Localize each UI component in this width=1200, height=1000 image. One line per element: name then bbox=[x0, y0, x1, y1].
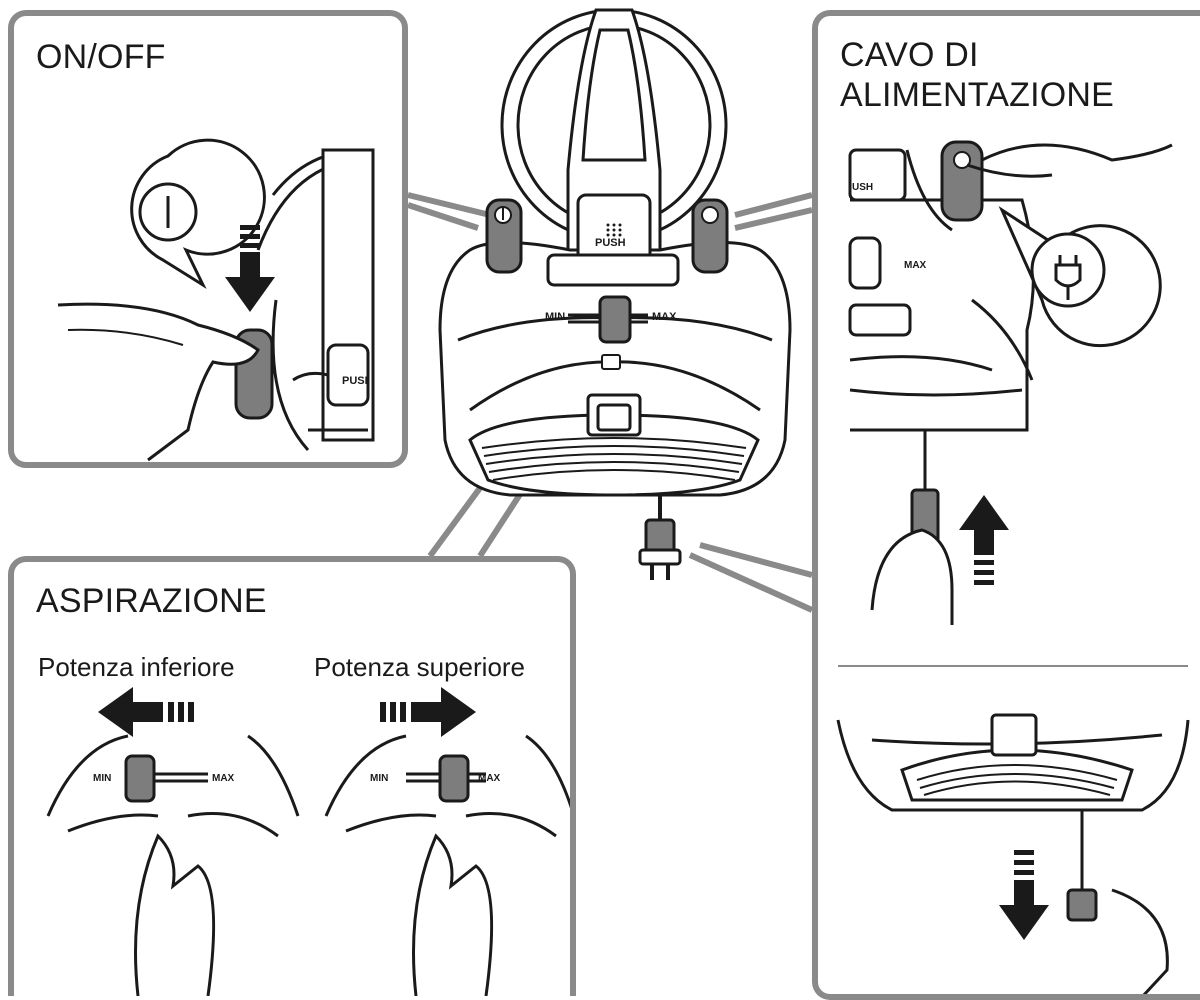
vacuum-cleaner-illustration bbox=[440, 10, 790, 580]
arrow-right-icon bbox=[380, 687, 476, 737]
center-max-label: MAX bbox=[652, 311, 677, 323]
suction-illustration: MIN MAX MIN MAX bbox=[8, 556, 576, 996]
suction-right-min-label: MIN bbox=[370, 773, 388, 784]
arrow-left-icon bbox=[98, 687, 194, 737]
onoff-push-label: PUSI bbox=[342, 375, 368, 387]
plug-symbol-icon bbox=[1002, 210, 1160, 346]
suction-panel: ASPIRAZIONE Potenza inferiore Potenza su… bbox=[8, 556, 576, 996]
center-min-label: MIN bbox=[545, 311, 565, 323]
onoff-panel: ON/OFF PUSI bbox=[8, 10, 408, 468]
cord-ush-label: USH bbox=[852, 182, 873, 193]
push-dots-icon bbox=[607, 224, 622, 237]
cord-panel: CAVO DI ALIMENTAZIONE USH MAX bbox=[812, 10, 1200, 1000]
cord-illustration: USH MAX bbox=[812, 10, 1200, 1000]
cord-max-label: MAX bbox=[904, 260, 927, 271]
onoff-illustration: PUSI bbox=[8, 10, 408, 468]
arrow-up-icon bbox=[959, 495, 1009, 585]
center-push-label: PUSH bbox=[595, 237, 626, 249]
suction-left-min-label: MIN bbox=[93, 773, 111, 784]
arrow-down-icon-lower bbox=[999, 850, 1049, 940]
suction-left-max-label: MAX bbox=[212, 773, 235, 784]
suction-right-max-label: MAX bbox=[478, 773, 501, 784]
